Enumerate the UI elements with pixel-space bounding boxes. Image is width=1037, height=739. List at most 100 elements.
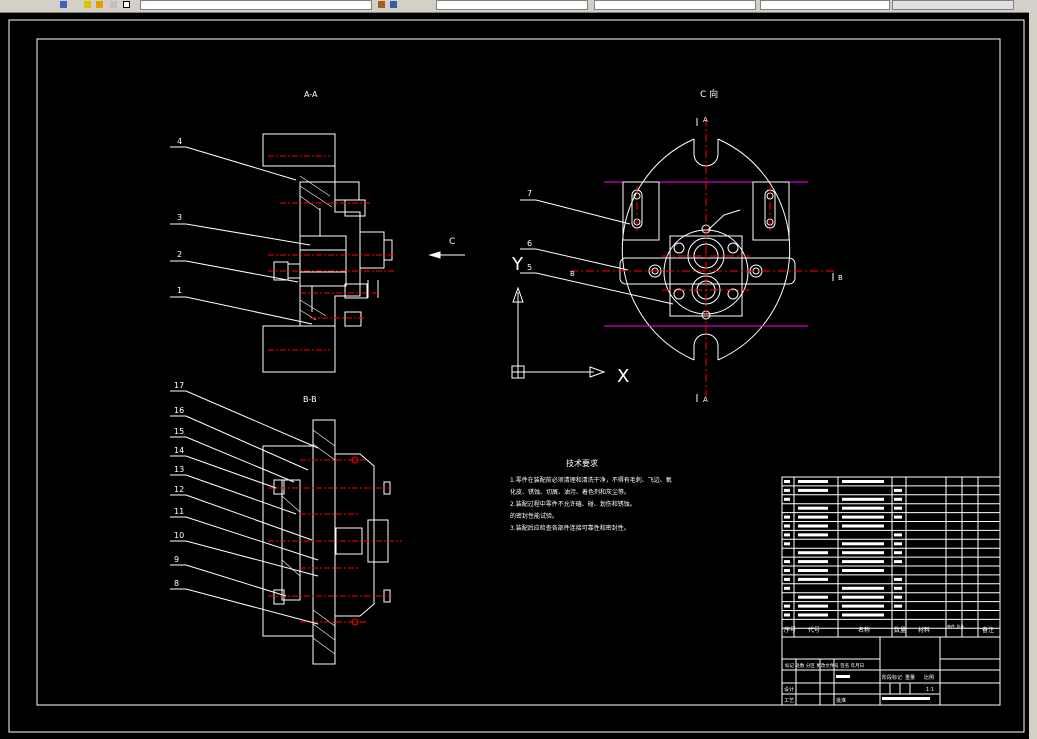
- lineweight-dropdown[interactable]: [760, 0, 890, 10]
- bom-cell-text: [784, 524, 790, 528]
- section-mark-a-bottom: A: [703, 396, 708, 404]
- sun-icon[interactable]: [96, 1, 103, 8]
- inner-frame: [36, 38, 1001, 706]
- balloon-15: 15: [174, 427, 184, 436]
- bom-cell-text: [798, 506, 828, 510]
- bom-cell-text: [784, 569, 790, 572]
- balloons-bb: 17 16 15 14 13 12 11 10 9 8: [170, 381, 319, 625]
- title-weight: 重量: [905, 674, 915, 681]
- section-aa-view: A-A: [262, 90, 395, 373]
- bom-cell-text: [798, 613, 828, 617]
- bom-cell-text: [784, 488, 790, 492]
- bom-cell-text: [798, 577, 828, 581]
- bom-table: 序号 代号 名称 数量 材料 单件 总计 备注: [781, 476, 1001, 638]
- balloon-11: 11: [174, 507, 184, 516]
- ucs-x-label: X: [617, 366, 629, 387]
- vertical-scrollbar[interactable]: [1029, 12, 1037, 739]
- color-dropdown[interactable]: [436, 0, 588, 10]
- ucs-y-label: Y: [511, 254, 524, 275]
- technical-requirements: 技术要求 1.零件在装配前必须清理和清洗干净，不得有毛刺、飞边、氧 化皮、锈蚀、…: [510, 458, 672, 532]
- bom-cell-text: [842, 604, 884, 608]
- title-design: 设计: [784, 686, 794, 693]
- section-mark-b-right: B: [838, 274, 843, 282]
- bom-header-remark: 备注: [982, 626, 994, 634]
- tech-line-3: 2.装配过程中零件不允许磕、碰、划伤和锈蚀。: [510, 500, 636, 508]
- bom-header-qty: 数量: [894, 626, 906, 634]
- balloon-4: 4: [177, 137, 182, 146]
- arrow-c-label: C: [449, 237, 455, 247]
- title-process: 工艺: [784, 698, 794, 704]
- balloons-c: 7 6 5: [520, 189, 741, 305]
- bom-cell-text: [894, 560, 902, 564]
- bom-cell-text: [842, 586, 884, 590]
- drawing-canvas[interactable]: A-A: [0, 12, 1029, 739]
- linetype-dropdown[interactable]: [594, 0, 756, 10]
- balloon-14: 14: [174, 446, 184, 455]
- bom-cell-text: [798, 604, 828, 608]
- balloon-6: 6: [527, 239, 532, 248]
- layer-prev-icon[interactable]: [378, 1, 385, 8]
- balloons-aa: 4 3 2 1: [170, 137, 313, 325]
- bom-cell-text: [842, 569, 884, 572]
- balloon-13: 13: [174, 465, 184, 474]
- layer-dropdown[interactable]: [140, 0, 372, 10]
- bom-cell-text: [784, 515, 790, 519]
- bom-cell-text: [894, 506, 902, 510]
- section-mark-b-left: B: [570, 270, 575, 278]
- view-c: C 向: [570, 88, 843, 404]
- section-bb-label: B-B: [303, 395, 317, 404]
- balloon-3: 3: [177, 213, 182, 222]
- balloon-17: 17: [174, 381, 184, 390]
- plotstyle-dropdown[interactable]: [892, 0, 1014, 10]
- bom-cell-text: [842, 515, 884, 519]
- tech-line-2: 化皮、锈蚀、切屑、油污、着色剂和灰尘等。: [510, 488, 630, 496]
- title-block: 标记 处数 分区 更改文件号 签名 年月日 阶段标记 重量 比例 1:1 设计 …: [781, 636, 1001, 706]
- bom-cell-text: [894, 604, 902, 608]
- balloon-16: 16: [174, 406, 184, 415]
- bom-cell-text: [798, 560, 828, 564]
- bom-cell-text: [894, 488, 902, 492]
- bom-cell-text: [894, 497, 902, 501]
- bom-cell-text: [842, 551, 884, 555]
- balloon-8: 8: [174, 579, 179, 588]
- section-aa-label: A-A: [304, 90, 318, 99]
- bom-cell-text: [798, 533, 828, 537]
- bom-cell-text: [784, 480, 790, 483]
- balloon-5: 5: [527, 263, 532, 272]
- bom-cell-text: [894, 515, 902, 519]
- color-swatch-icon[interactable]: [123, 1, 130, 8]
- lock-icon[interactable]: [110, 1, 117, 8]
- bom-cell-text: [842, 497, 884, 501]
- section-mark-a-top: A: [703, 116, 708, 124]
- bom-cell-text: [798, 595, 828, 599]
- balloon-9: 9: [174, 555, 179, 564]
- bom-cell-text: [784, 613, 790, 617]
- layer-state-icon[interactable]: [390, 1, 397, 8]
- balloon-12: 12: [174, 485, 184, 494]
- cad-toolbar: [0, 0, 1037, 13]
- bom-cell-text: [784, 533, 790, 537]
- bom-cell-text: [894, 595, 902, 599]
- view-c-label: C 向: [700, 88, 718, 100]
- bom-cell-text: [798, 488, 828, 492]
- layer-icon[interactable]: [60, 1, 67, 8]
- tech-line-5: 3.装配后应检查各部件连接可靠性和密封性。: [510, 524, 630, 532]
- balloon-1: 1: [177, 286, 182, 295]
- bom-cell-text: [784, 604, 790, 608]
- bom-cell-text: [894, 577, 902, 581]
- bom-header-material: 材料: [918, 626, 930, 634]
- bom-cell-text: [894, 533, 902, 537]
- bom-cell-text: [842, 506, 884, 510]
- bulb-icon[interactable]: [84, 1, 91, 8]
- bom-cell-text: [784, 577, 790, 581]
- bom-cell-text: [784, 560, 790, 564]
- bom-header-no: 序号: [784, 626, 796, 634]
- bom-cell-text: [798, 515, 828, 519]
- balloon-7: 7: [527, 189, 532, 198]
- title-stage: 阶段标记: [882, 674, 902, 681]
- bom-cell-text: [894, 586, 902, 590]
- ucs-icon: Y X: [511, 254, 629, 387]
- title-approve: 批准: [836, 697, 846, 704]
- bom-cell-text: [784, 586, 790, 590]
- title-marks: 标记 处数 分区 更改文件号 签名 年月日: [785, 662, 864, 669]
